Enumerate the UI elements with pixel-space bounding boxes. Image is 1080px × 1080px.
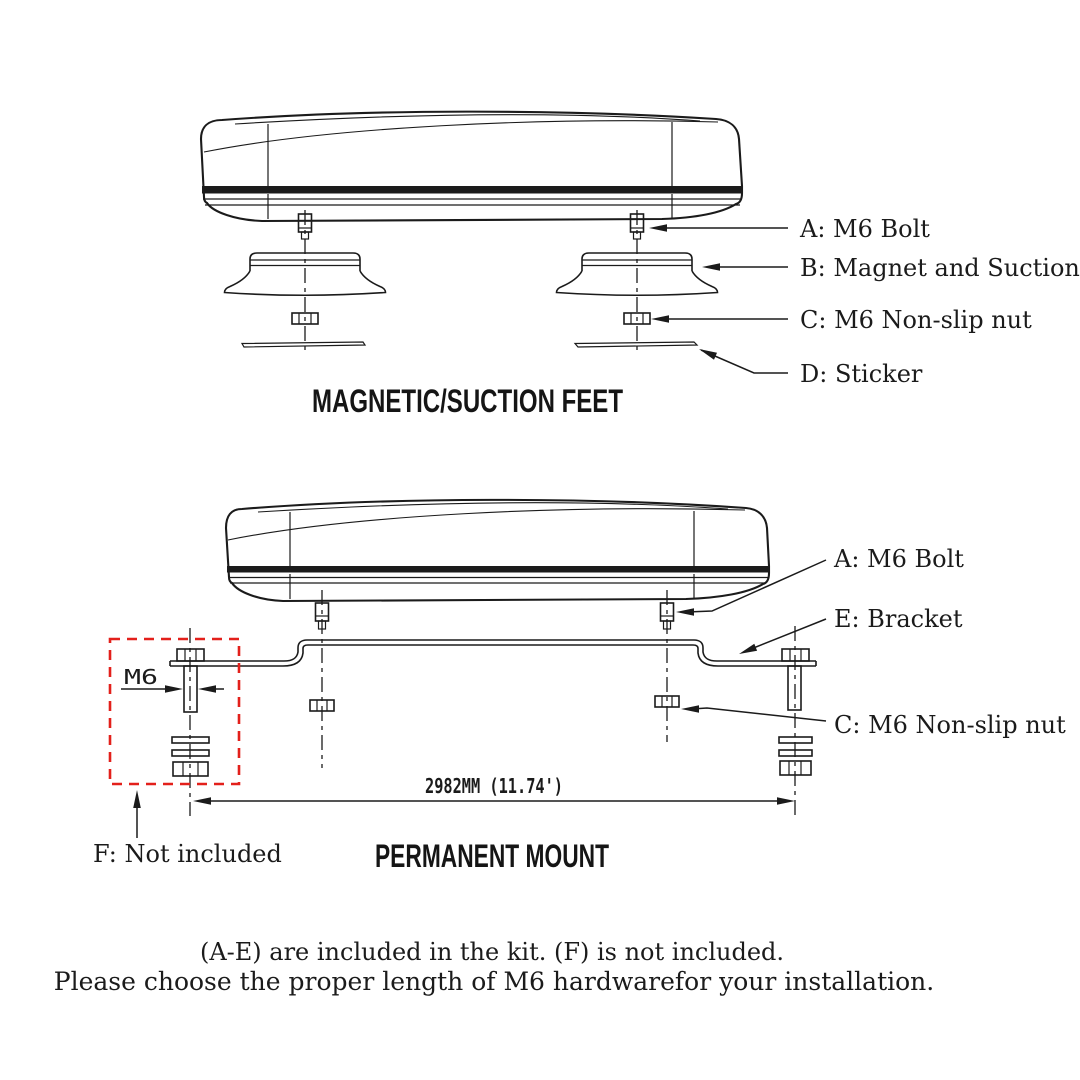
label-bracket: E: Bracket bbox=[834, 605, 963, 633]
arrowhead-c bbox=[651, 315, 669, 323]
kit-inclusion-note: (A-E) are included in the kit. (F) is no… bbox=[200, 938, 784, 966]
sticker-right bbox=[573, 341, 699, 348]
mounting-bracket bbox=[169, 639, 817, 667]
lightbar2-dome-contour bbox=[227, 508, 746, 541]
label-not-included: F: Not included bbox=[93, 840, 282, 868]
magnetic-suction-title: MAGNETIC/SUCTION FEET bbox=[312, 383, 623, 419]
hardware-left-bolt bbox=[176, 648, 205, 713]
nonslip-nut2-left bbox=[309, 699, 335, 712]
hardware-left-washers-nut bbox=[171, 736, 210, 777]
arrowhead2-e bbox=[739, 643, 758, 654]
nonslip-nut-right bbox=[623, 312, 651, 325]
arrowhead2-a bbox=[676, 608, 694, 616]
label-sticker: D: Sticker bbox=[800, 360, 923, 388]
nonslip-nut2-right bbox=[654, 695, 680, 708]
lightbar-dark-band bbox=[202, 186, 743, 194]
leader-d bbox=[700, 349, 788, 374]
label-m6-bolt-bottom: A: M6 Bolt bbox=[833, 545, 964, 573]
m6-arrow-left bbox=[165, 685, 183, 693]
leader2-a bbox=[686, 559, 827, 613]
lightbar2-dark-band bbox=[227, 566, 769, 573]
leader2-e bbox=[745, 618, 827, 652]
thread-size-label: M6 bbox=[124, 665, 158, 689]
lightbar2-outline bbox=[224, 498, 771, 603]
label-nonslip-nut-top: C: M6 Non-slip nut bbox=[800, 306, 1032, 334]
m6-arrow-right bbox=[198, 685, 216, 693]
f-arrowhead bbox=[133, 790, 141, 808]
lightbar-dome-contour-2 bbox=[234, 114, 701, 125]
arrowhead-b bbox=[702, 263, 720, 271]
label-nonslip-nut-bottom: C: M6 Non-slip nut bbox=[834, 711, 1066, 739]
arrowhead-d bbox=[699, 349, 717, 360]
permanent-mount-diagram: M6 F: Not included 2982MM (11.74') A: M6… bbox=[93, 498, 1066, 874]
dimension-text: 2982MM (11.74') bbox=[425, 774, 563, 798]
hardware-right-bolt bbox=[781, 648, 810, 711]
dimension-arrow-right bbox=[777, 797, 795, 805]
leader2-c bbox=[691, 707, 827, 722]
hardware-right-washers-nut bbox=[778, 736, 813, 776]
nonslip-nut-left bbox=[291, 312, 319, 325]
magnetic-suction-diagram: A: M6 Bolt B: Magnet and Suction C: M6 N… bbox=[199, 110, 1080, 419]
arrowhead-a bbox=[649, 224, 667, 232]
suction-foot-right bbox=[555, 252, 719, 297]
dimension-arrow-left bbox=[193, 797, 211, 805]
sticker-left bbox=[240, 341, 367, 348]
suction-foot-left bbox=[223, 252, 387, 297]
hardware-length-note: Please choose the proper length of M6 ha… bbox=[54, 967, 934, 996]
label-m6-bolt-top: A: M6 Bolt bbox=[799, 215, 930, 243]
footer-notes: (A-E) are included in the kit. (F) is no… bbox=[54, 938, 934, 996]
lightbar-outline bbox=[199, 110, 744, 223]
lightbar-dome-contour bbox=[203, 120, 719, 153]
label-magnet-suction: B: Magnet and Suction bbox=[800, 254, 1080, 282]
arrowhead2-c bbox=[681, 705, 699, 713]
permanent-mount-title: PERMANENT MOUNT bbox=[375, 838, 609, 874]
lightbar2-dome-contour-2 bbox=[257, 502, 729, 513]
